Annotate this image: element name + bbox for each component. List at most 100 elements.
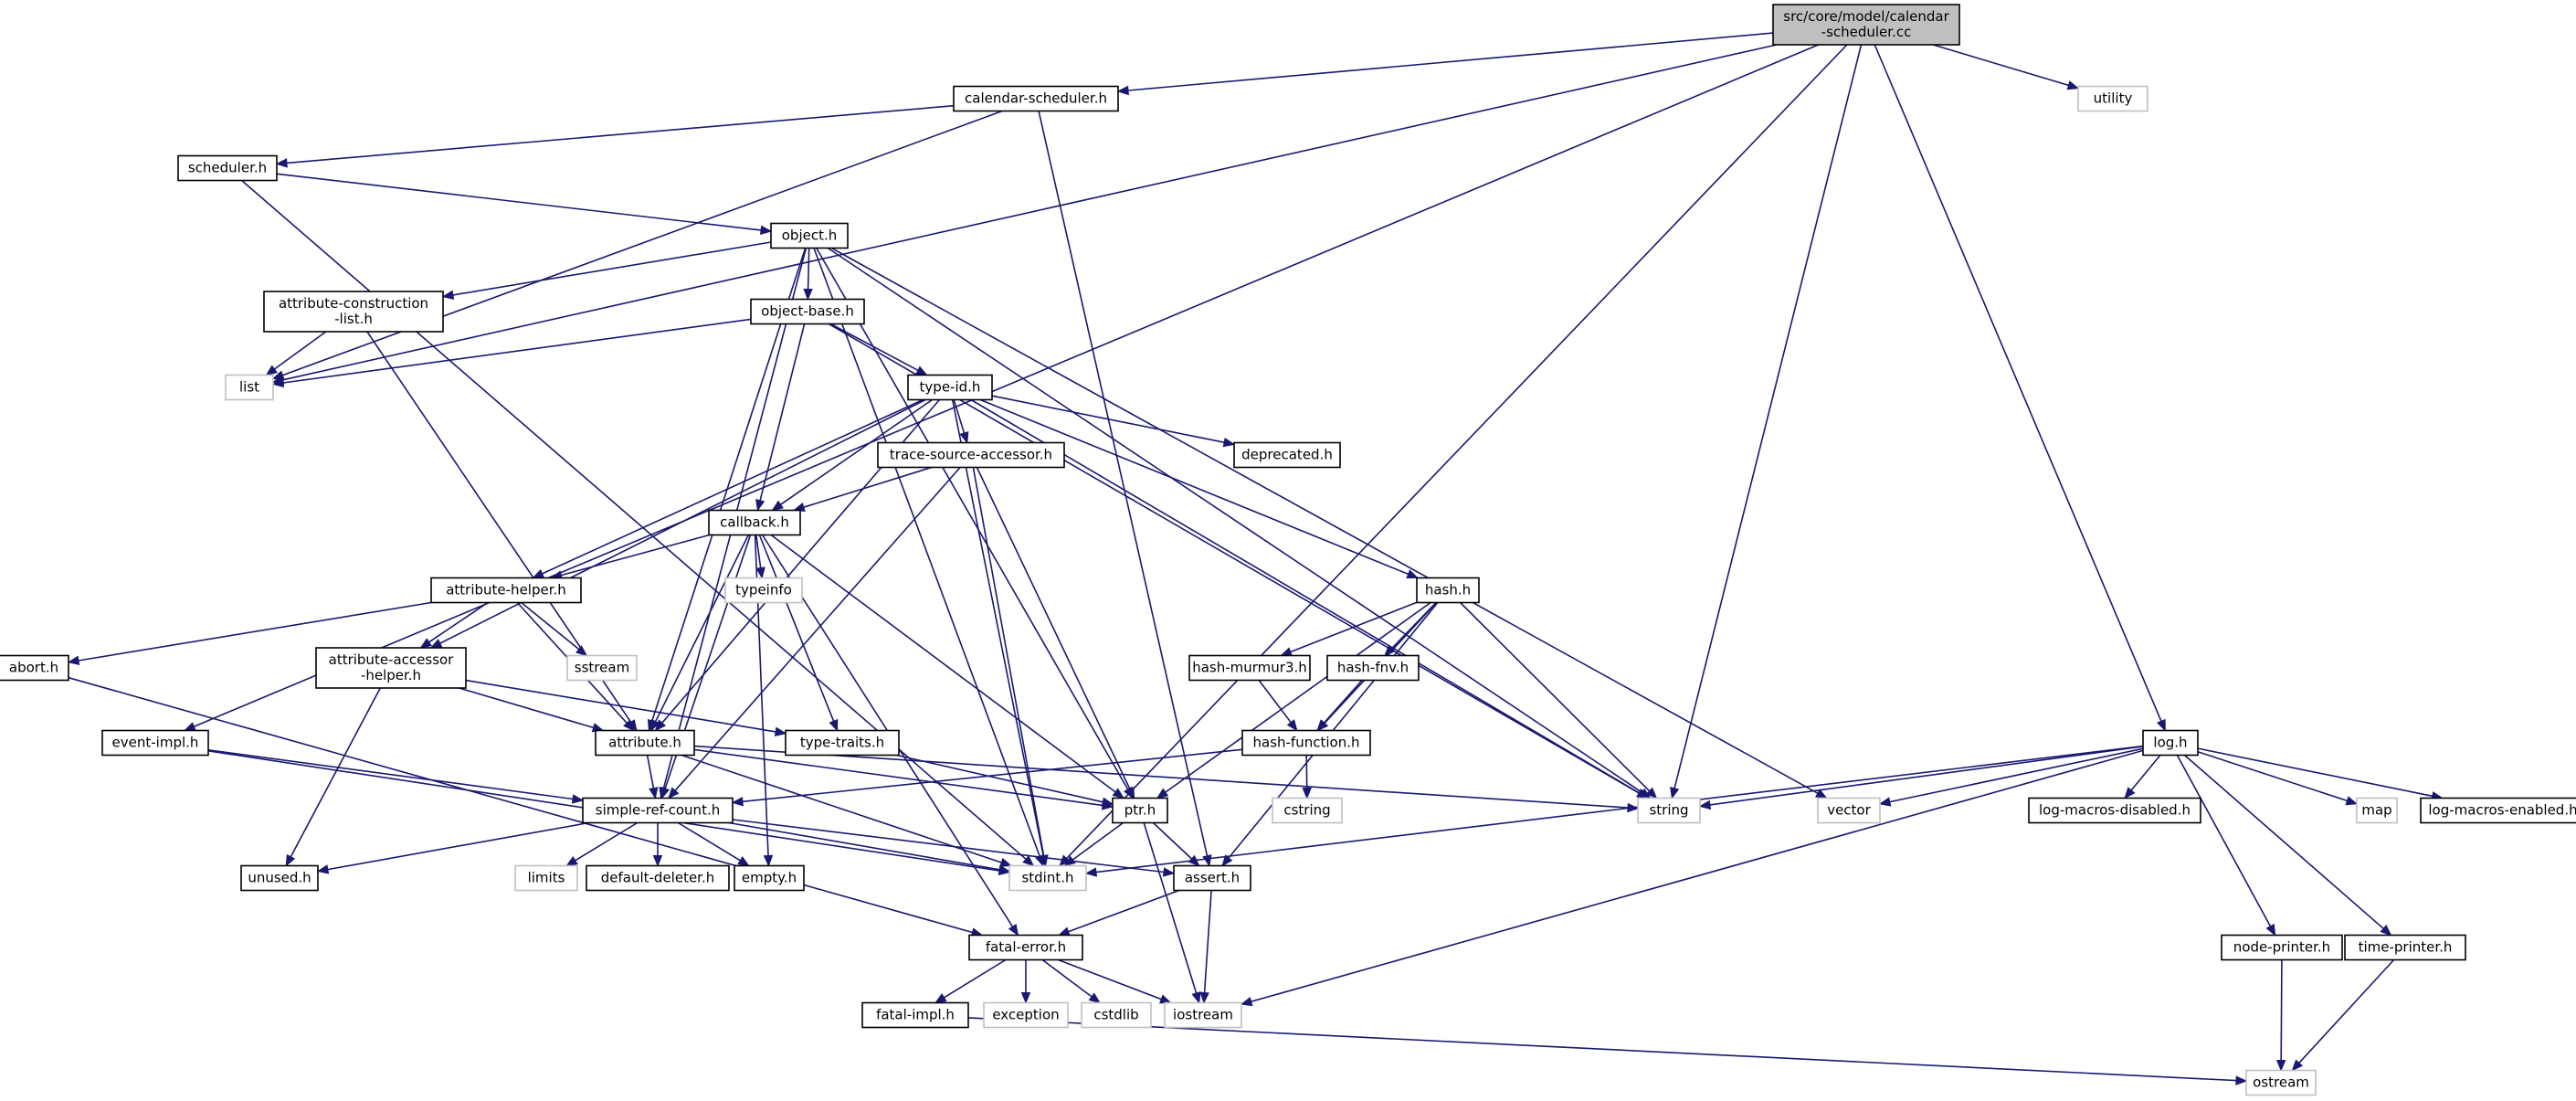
node-callback-h[interactable]: callback.h [708,509,801,536]
edge-line [830,323,919,372]
edge-line [68,676,973,934]
node-label: log-macros-disabled.h [2039,802,2191,819]
edge-hash_function_h-to-simple_ref_count_h [731,748,1243,807]
edge-hash_h-to-hash_murmur3_h [1280,601,1418,657]
node-label: fatal-error.h [986,939,1066,956]
edge-time_printer_h-to-ostream [2291,958,2395,1072]
edge-line [816,248,1129,790]
node-attribute-construction-list-h[interactable]: attribute-construction-list.h [263,291,444,333]
node-object-base-h[interactable]: object-base.h [750,298,865,325]
node-attribute-h[interactable]: attribute.h [595,729,695,757]
node-layer: src/core/model/calendar-scheduler.cc cale… [0,4,2576,1096]
edge-line [193,44,1819,727]
node-hash-function-h[interactable]: hash-function.h [1241,729,1371,757]
edge-attribute_helper_h-to-attribute_accessor_helper_h [419,601,489,649]
node-box [785,729,900,757]
node-unused-h[interactable]: unused.h [240,864,319,892]
node-box [861,1001,969,1029]
node-log-h[interactable]: log.h [2142,729,2199,757]
arrow-head-icon [1316,719,1328,732]
edge-line [813,248,1040,857]
edge-line [807,248,810,290]
edge-line [1066,44,1848,860]
node-hash-murmur3-h[interactable]: hash-murmur3.h [1188,654,1311,682]
node-label: stdint.h [1021,870,1073,886]
edge-hash_h-to-ptr_h [1156,601,1431,799]
edge-ptr_h-to-assert_h [1152,821,1200,867]
edge-line [1068,889,1180,933]
edge-line [2176,755,2272,927]
node-box [177,154,278,182]
edge-line [282,44,1778,381]
node-ptr-h[interactable]: ptr.h [1112,797,1168,824]
node-label: object-base.h [761,303,854,320]
node-hash-fnv-h[interactable]: hash-fnv.h [1326,654,1420,682]
node-label: string [1649,802,1688,819]
edge-line [828,323,1640,794]
edge-line [1143,822,1198,994]
node-node-printer-h[interactable]: node-printer.h [2221,934,2343,961]
node-box [315,647,467,689]
arrow-head-icon [1191,991,1201,1004]
edge-line [951,399,1044,856]
node-hash-h[interactable]: hash.h [1416,577,1480,604]
edge-attribute_accessor_helper_h-to-type_traits_h [465,679,787,736]
node-default-deleter-h[interactable]: default-deleter.h [586,864,730,892]
edge-hash_function_h-to-cstring [1302,755,1312,799]
node-trace-source-accessor-h[interactable]: trace-source-accessor.h [877,441,1065,469]
arrow-head-icon [623,719,635,732]
edge-line [78,601,432,662]
node-label: list [239,379,259,396]
edge-object_h-to-object_base_h [803,248,813,301]
node-fatal-impl-h[interactable]: fatal-impl.h [861,1001,969,1029]
node-label: assert.h [1185,870,1240,886]
node-object-h[interactable]: object.h [770,222,849,249]
edge-type_id_h-to-trace_source_accessor_h [953,399,969,444]
edge-line [1058,958,1162,1000]
edge-line [976,467,1131,789]
node-event-impl-h[interactable]: event-impl.h [101,729,209,757]
edge-line [1889,747,2144,803]
node-ostream: ostream [2245,1069,2317,1096]
node-box [2077,85,2148,112]
node-abort-h[interactable]: abort.h [0,654,69,682]
node-type-traits-h[interactable]: type-traits.h [785,729,900,757]
edge-line [967,1017,2237,1082]
arrow-head-icon [1286,719,1298,732]
edge-trace_source_accessor_h-to-ptr_h [976,467,1135,799]
node-map: map [2356,797,2398,824]
arrow-head-icon [1116,85,1129,96]
arrow-head-icon [803,288,813,301]
node-scheduler-h[interactable]: scheduler.h [177,154,278,182]
node-root[interactable]: src/core/model/calendar-scheduler.cc [1772,4,1960,46]
arrow-head-icon [1670,787,1680,799]
edge-line [758,535,835,722]
edge-line [1323,679,1363,724]
node-box [1241,729,1371,757]
node-type-id-h[interactable]: type-id.h [907,374,993,401]
arrow-head-icon [1222,437,1236,448]
node-assert-h[interactable]: assert.h [1173,864,1251,892]
node-empty-h[interactable]: empty.h [734,864,805,892]
node-box [263,291,444,333]
arrow-head-icon [1124,786,1135,799]
node-calendar-scheduler-h[interactable]: calendar-scheduler.h [953,85,1119,112]
node-typeinfo: typeinfo [724,577,803,604]
edge-line [2183,754,2384,929]
node-time-printer-h[interactable]: time-printer.h [2344,934,2466,961]
node-stdint-h: stdint.h [1008,864,1087,892]
node-log-macros-enabled-h[interactable]: log-macros-enabled.h [2420,797,2576,824]
edge-line [1072,821,1124,861]
edge-line [207,749,574,800]
node-box [708,509,801,536]
node-attribute-accessor-helper-h[interactable]: attribute-accessor-helper.h [315,647,467,689]
edge-line [428,601,489,643]
node-fatal-error-h[interactable]: fatal-error.h [968,934,1083,961]
node-log-macros-disabled-h[interactable]: log-macros-disabled.h [2028,797,2201,824]
node-deprecated-h[interactable]: deprecated.h [1233,441,1341,469]
arrow-head-icon [2265,923,2276,937]
node-attribute-helper-h[interactable]: attribute-helper.h [430,577,582,604]
arrow-head-icon [934,993,947,1004]
node-simple-ref-count-h[interactable]: simple-ref-count.h [582,797,734,824]
node-label: attribute.h [608,735,681,751]
